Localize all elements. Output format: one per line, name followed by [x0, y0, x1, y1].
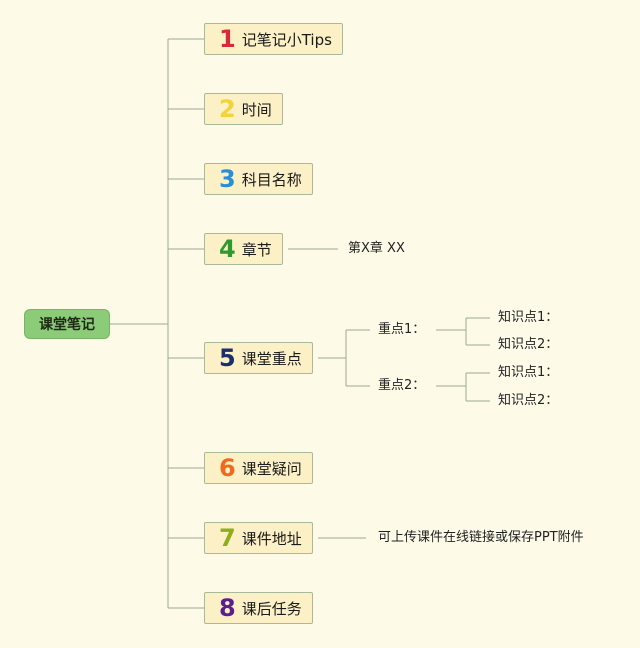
chapter-note[interactable]: 第X章 XX [348, 241, 405, 256]
key-point-2[interactable]: 重点2： [378, 378, 426, 393]
key-point-1[interactable]: 重点1： [378, 322, 426, 337]
number-5-icon: 5 [219, 344, 236, 372]
root-label: 课堂笔记 [39, 317, 95, 333]
node-courseware[interactable]: 7 课件地址 [204, 522, 313, 554]
node-label: 课件地址 [241, 529, 302, 548]
number-4-icon: 4 [219, 235, 236, 263]
node-label: 科目名称 [241, 170, 302, 189]
node-label: 记笔记小Tips [241, 30, 332, 49]
node-subject[interactable]: 3 科目名称 [204, 163, 313, 195]
number-7-icon: 7 [219, 524, 236, 552]
knowledge-point[interactable]: 知识点1： [498, 310, 559, 325]
number-6-icon: 6 [219, 454, 236, 482]
node-key-points[interactable]: 5 课堂重点 [204, 342, 313, 374]
knowledge-point[interactable]: 知识点1： [498, 365, 559, 380]
node-time[interactable]: 2 时间 [204, 93, 283, 125]
number-2-icon: 2 [219, 95, 236, 123]
number-3-icon: 3 [219, 165, 236, 193]
node-label: 时间 [241, 100, 272, 119]
node-label: 课堂重点 [241, 349, 302, 368]
node-label: 课后任务 [241, 599, 302, 618]
node-label: 课堂疑问 [241, 459, 302, 478]
knowledge-point[interactable]: 知识点2： [498, 393, 559, 408]
node-questions[interactable]: 6 课堂疑问 [204, 452, 313, 484]
node-tips[interactable]: 1 记笔记小Tips [204, 23, 343, 55]
node-chapter[interactable]: 4 章节 [204, 233, 283, 265]
number-8-icon: 8 [219, 594, 236, 622]
node-label: 章节 [241, 240, 272, 259]
number-1-icon: 1 [219, 25, 236, 53]
root-node[interactable]: 课堂笔记 [24, 309, 110, 339]
knowledge-point[interactable]: 知识点2： [498, 337, 559, 352]
courseware-note[interactable]: 可上传课件在线链接或保存PPT附件 [378, 530, 584, 545]
node-homework[interactable]: 8 课后任务 [204, 592, 313, 624]
